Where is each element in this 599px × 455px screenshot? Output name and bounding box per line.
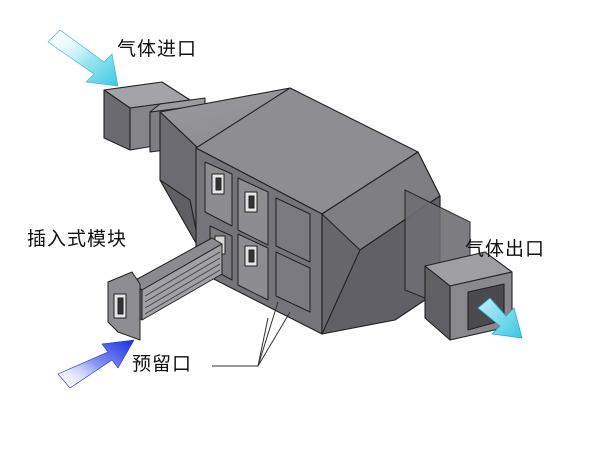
module-insert-arrow (57, 339, 135, 389)
plugin-module-label: 插入式模块 (27, 228, 128, 250)
gas-outlet-label: 气体出口 (465, 238, 546, 260)
reserved-port-label: 预留口 (132, 353, 193, 375)
reserved-port-leaders (212, 301, 291, 367)
front-panels (204, 161, 311, 313)
outlet-hood (321, 151, 471, 335)
gas-outlet-arrow (477, 297, 523, 339)
plugin-module (107, 237, 223, 341)
gas-inlet-arrow (47, 29, 119, 87)
gas-inlet-label: 气体进口 (117, 38, 198, 60)
